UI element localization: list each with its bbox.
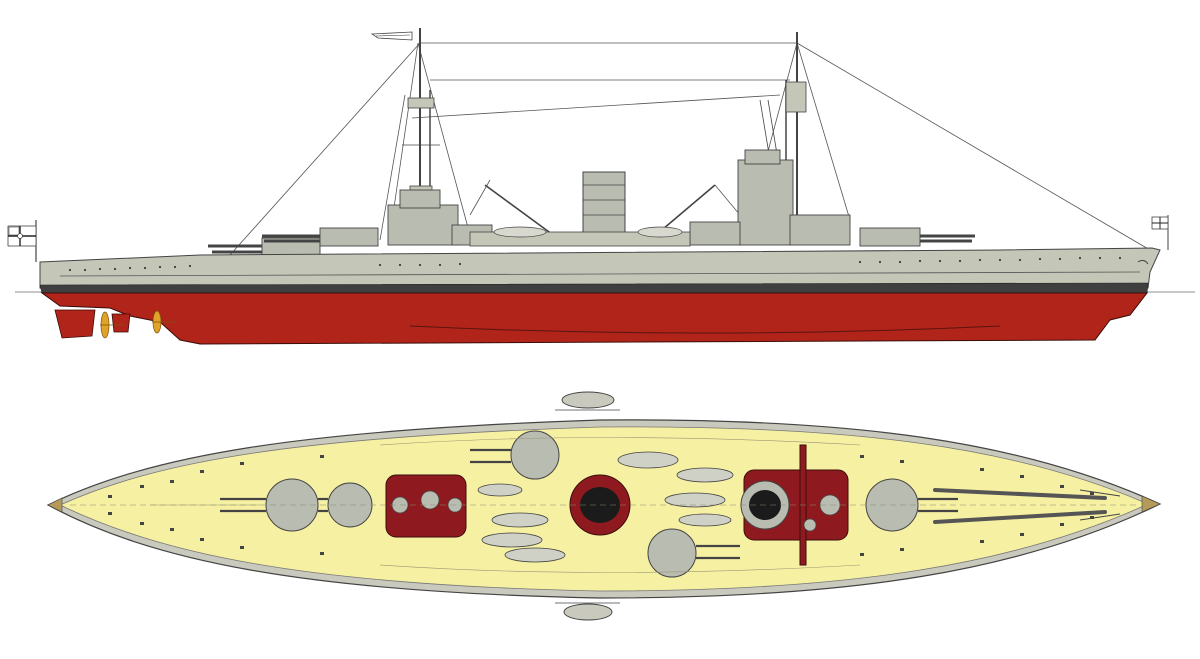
superstructure-details <box>391 490 841 532</box>
rigging-wires <box>229 42 1151 256</box>
deck-lines <box>150 437 861 573</box>
propeller-icon <box>100 310 175 339</box>
boat-booms <box>555 391 620 621</box>
casemate-strake <box>59 271 1141 277</box>
turret-wing-lower <box>647 528 697 578</box>
hull-upper-grey <box>39 247 1161 289</box>
side-boats <box>493 226 683 238</box>
anchor-icon <box>1137 259 1149 265</box>
pennant-icon <box>370 31 413 41</box>
funnel <box>582 171 626 235</box>
rudders <box>54 309 131 339</box>
deck-fittings <box>108 455 1094 556</box>
portholes <box>68 256 1122 272</box>
aft-superstructure <box>689 149 851 246</box>
aft-long-barrels <box>933 488 1107 524</box>
anchor-chains <box>1079 489 1121 521</box>
plan-view <box>46 391 1162 621</box>
side-profile <box>7 28 1195 345</box>
plan-boats <box>477 451 734 563</box>
boot-topping <box>39 282 1149 294</box>
hull-tips <box>47 495 1161 513</box>
hull-underwater-red <box>40 292 1149 345</box>
aft-turret <box>859 227 975 247</box>
turret-wing-upper <box>510 430 560 480</box>
forward-turrets <box>208 227 379 257</box>
bilge-keel <box>409 325 1001 334</box>
jack-flag-icon <box>1151 215 1169 250</box>
imperial-naval-ensign-icon <box>7 220 37 262</box>
turret-barrels <box>220 448 958 560</box>
bridge-superstructure <box>387 189 493 246</box>
